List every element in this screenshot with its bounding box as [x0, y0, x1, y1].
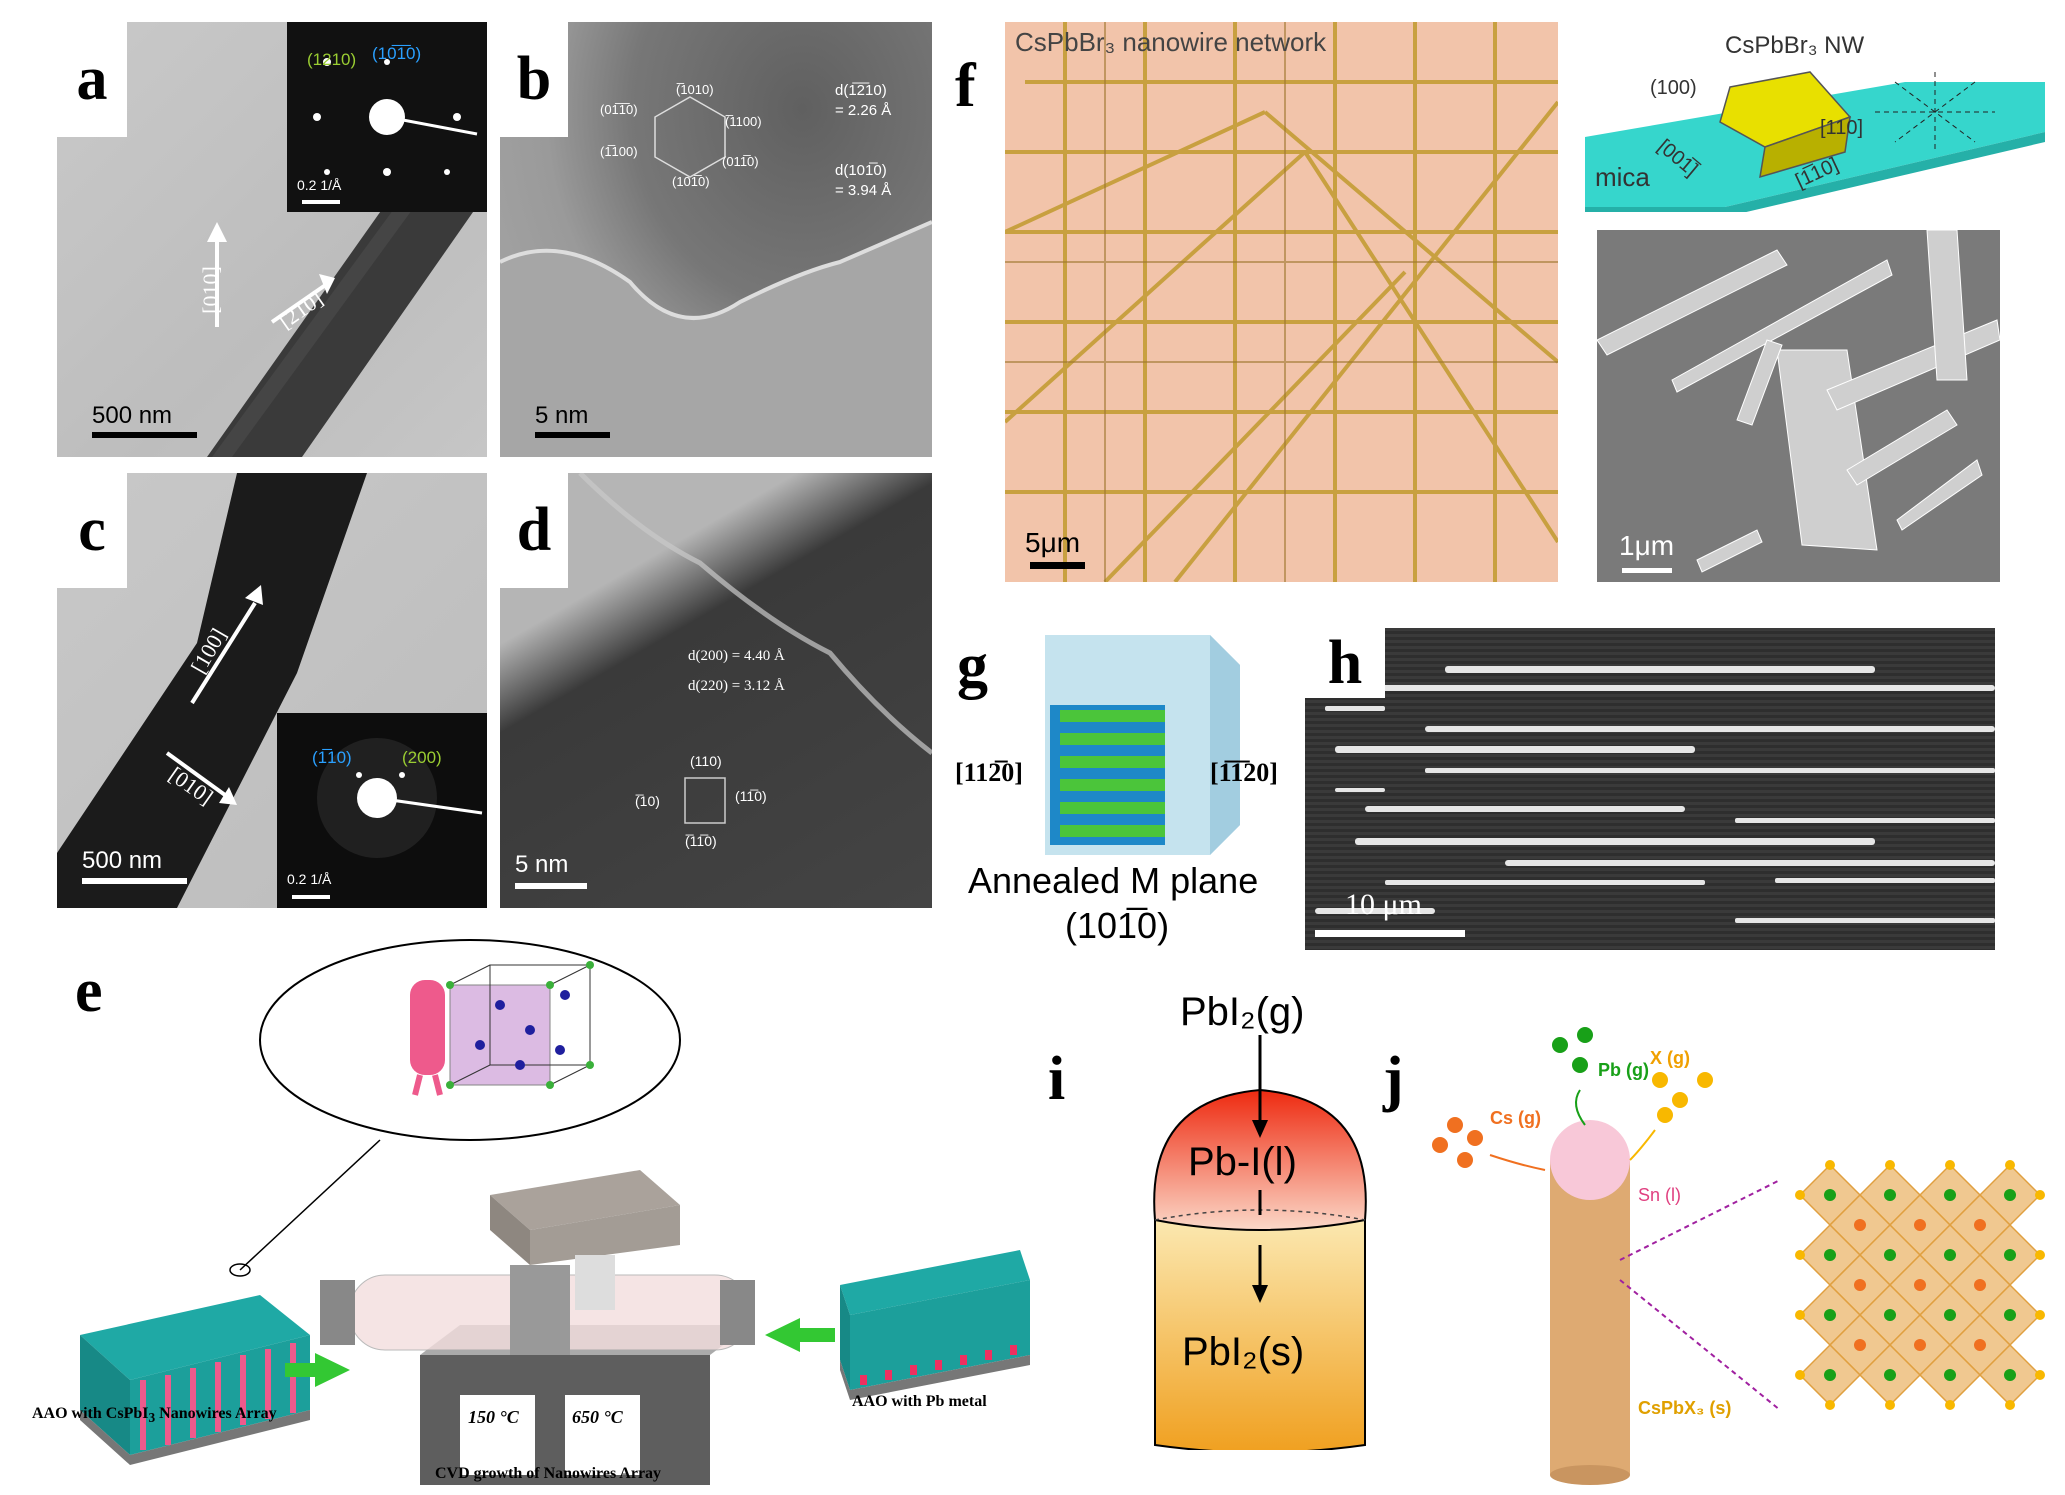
- panel-i-bottom-label: PbI₂(s): [1182, 1330, 1305, 1374]
- panel-d-plane-right: (11̅0): [735, 788, 767, 804]
- panel-d-plane-bottom: (̅11̅0): [685, 833, 717, 849]
- scale-text-c: 500 nm: [82, 847, 163, 874]
- scale-text-a: 500 nm: [92, 402, 173, 429]
- scale-bar-d: [515, 883, 587, 889]
- panel-h-sem-image: 10 μm: [1305, 628, 1995, 950]
- caption-left-aao-sub: 3: [148, 1410, 156, 1426]
- panel-d-d2: d(220) = 3.12 Å: [688, 678, 785, 694]
- panel-b-plane-bottom: (101̅0): [672, 174, 710, 189]
- schematic-title: CsPbBr₃ NW: [1725, 32, 1865, 59]
- scale-bar-b: [535, 432, 610, 438]
- scale-bar-f-sem: [1622, 568, 1672, 573]
- panel-j-pb-label: Pb (g): [1598, 1060, 1649, 1080]
- panel-label-f: f: [955, 52, 976, 120]
- panel-e-diagram: 150 °C 650 °C AAO with CsPbI3 Nanowires …: [20, 935, 1030, 1490]
- panel-a-diffraction-inset: (1210) (10̅1̅0) 0.2 1/Å: [287, 22, 487, 212]
- scale-text-h: 10 μm: [1345, 888, 1422, 921]
- panel-d-image: d(200) = 4.40 Å d(220) = 3.12 Å (110) (̅…: [500, 473, 932, 908]
- panel-label-g: g: [957, 632, 988, 700]
- schematic-dir2: [110]: [1820, 117, 1863, 139]
- panel-label-h: h: [1305, 628, 1385, 698]
- panel-i-top-label: PbI₂(g): [1180, 990, 1305, 1034]
- furnace-temp-2: 650 °C: [572, 1407, 623, 1427]
- caption-left-aao: AAO with CsPbI3 Nanowires Array: [32, 1405, 277, 1426]
- scale-text-f: 5μm: [1025, 527, 1081, 558]
- panel-b-d2-value: = 3.94 Å: [835, 182, 892, 199]
- caption-left-aao-b: Nanowires Array: [155, 1405, 277, 1422]
- panel-f-title: CsPbBr₃ nanowire network: [1015, 27, 1327, 57]
- schematic-facet: (100): [1650, 77, 1697, 99]
- scale-bar-a: [92, 432, 197, 438]
- scale-text-b: 5 nm: [535, 402, 589, 429]
- panel-j-diagram: Cs (g) Pb (g) X (g) Sn (l) CsPbX₃ (s): [1420, 1020, 2060, 1490]
- panel-label-c: c: [57, 473, 127, 588]
- panel-label-d: d: [500, 473, 568, 588]
- panel-d-d1: d(200) = 4.40 Å: [688, 648, 785, 664]
- panel-i-diagram: PbI₂(g) Pb-I(l) PbI₂(s): [1140, 990, 1380, 1454]
- panel-label-i: i: [1048, 1045, 1066, 1113]
- scale-text-f-sem: 1μm: [1619, 530, 1675, 561]
- nanowire-c: [57, 473, 367, 908]
- panel-b-plane-left: (01̅1̅0): [600, 102, 638, 117]
- schematic-substrate: mica: [1595, 162, 1650, 192]
- scale-bar-c: [82, 878, 187, 884]
- panel-b-d1-value: = 2.26 Å: [835, 102, 892, 119]
- inset-c-spot2: (200): [402, 748, 442, 767]
- panel-label-a: a: [57, 22, 127, 137]
- caption-right-aao: AAO with Pb metal: [852, 1393, 987, 1410]
- panel-g-left-dir: [112̅0]: [955, 758, 1023, 787]
- inset-a-scale-bar: [302, 200, 340, 204]
- inset-a-spot2: (10̅1̅0): [372, 44, 422, 63]
- panel-j-cs-label: Cs (g): [1490, 1108, 1541, 1128]
- panel-label-j: j: [1383, 1045, 1404, 1113]
- panel-b-plane-right2: (011̅0): [722, 154, 759, 169]
- inset-c-scale-bar: [292, 895, 330, 899]
- inset-c-spot1: (1̅10): [312, 748, 352, 767]
- panel-a-dir1: [010]: [197, 266, 223, 314]
- panel-b-plane-right: (̅1100): [725, 114, 762, 129]
- panel-b-center-plane: (̅1010): [676, 82, 714, 97]
- panel-b-d2: d(101̅0): [835, 162, 887, 179]
- panel-b-image: (̅1010) (01̅1̅0) (̅1100) (1̅100) (101̅0)…: [500, 22, 932, 457]
- panel-c-image: [100] [010] 500 nm (1̅10) (200) 0.2 1/Å: [57, 473, 487, 908]
- scale-bar-h: [1315, 930, 1465, 937]
- panel-j-x-label: X (g): [1650, 1048, 1690, 1068]
- inset-a-scale: 0.2 1/Å: [297, 177, 342, 193]
- panel-g-diagram: [1040, 625, 1240, 865]
- panel-f-sem-image: 1μm: [1597, 230, 2000, 582]
- panel-i-mid-label: Pb-I(l): [1188, 1140, 1297, 1184]
- panel-label-b: b: [500, 22, 568, 137]
- panel-g-right-dir: [1̅1̅20]: [1210, 758, 1278, 787]
- panel-f-schematic: CsPbBr₃ NW (100) [001̅] [110] [1̅10] mic…: [1575, 22, 2055, 217]
- inset-c-scale: 0.2 1/Å: [287, 871, 332, 887]
- caption-cvd: CVD growth of Nanowires Array: [435, 1465, 662, 1482]
- inset-a-spot1: (1210): [307, 50, 357, 69]
- panel-b-plane-left2: (1̅100): [600, 144, 638, 159]
- scale-text-d: 5 nm: [515, 851, 569, 878]
- panel-b-d1: d(1̅2̅10): [835, 82, 887, 99]
- panel-d-plane-top: (110): [690, 753, 722, 769]
- panel-d-plane-left: (̅10): [635, 793, 660, 809]
- panel-f-optical-image: CsPbBr₃ nanowire network 5μm: [1005, 22, 1558, 582]
- furnace-temp-1: 150 °C: [468, 1407, 519, 1427]
- panel-c-diffraction-inset: (1̅10) (200) 0.2 1/Å: [277, 713, 487, 908]
- caption-left-aao-a: AAO with CsPbI: [32, 1405, 149, 1422]
- scale-bar-f: [1030, 562, 1085, 569]
- panel-label-e: e: [75, 957, 103, 1025]
- panel-a-image: [010] [210] 500 nm (1210) (10̅1̅0) 0.2 1…: [57, 22, 487, 457]
- panel-g-caption1: Annealed M plane: [968, 860, 1259, 901]
- panel-j-sn-label: Sn (l): [1638, 1185, 1682, 1205]
- panel-j-body-label: CsPbX₃ (s): [1638, 1398, 1732, 1418]
- panel-g-caption2: (101̅0): [1065, 905, 1170, 946]
